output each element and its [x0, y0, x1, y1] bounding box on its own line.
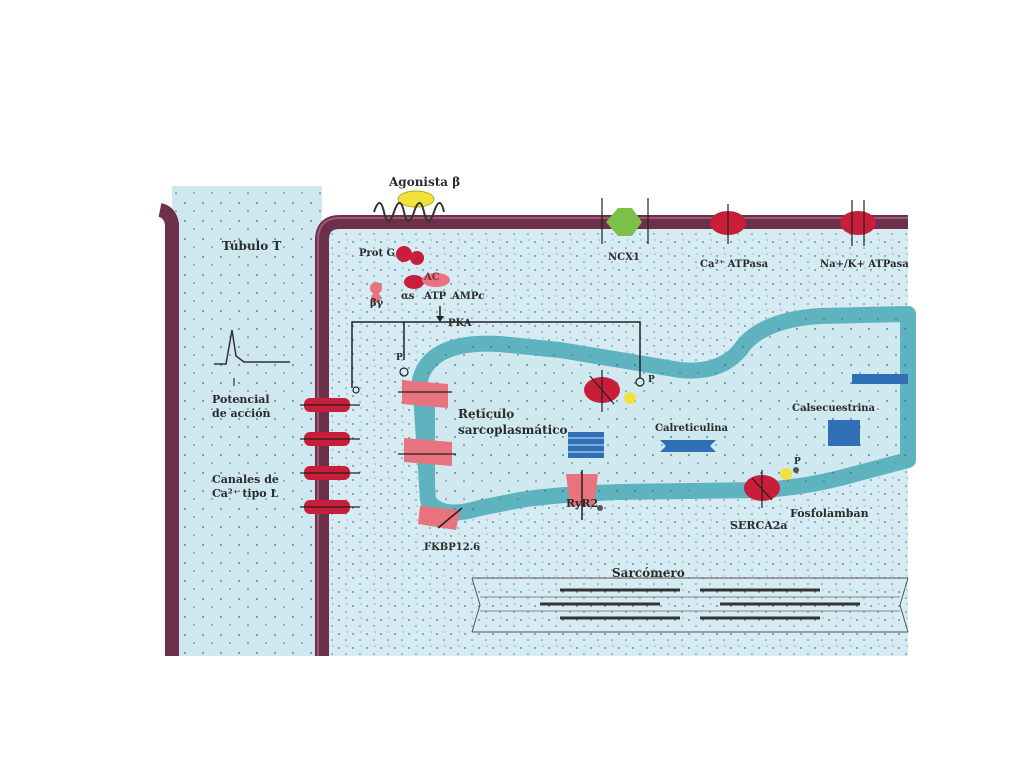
pka-pathway-lines [351, 321, 641, 388]
ryr2-label: RyR2 [566, 497, 599, 510]
ca-atpase-label: Ca²⁺ ATPasa [700, 259, 769, 270]
ca-channels-label-1: Canales de [212, 473, 279, 486]
phospho-p-3: P [794, 457, 801, 467]
ncx1-exchanger [601, 198, 649, 244]
calsequestrin-2 [828, 420, 860, 446]
pka-label: PKA [448, 318, 472, 329]
calreticulin [660, 440, 716, 452]
action-potential-label-2: de acción [212, 407, 271, 420]
prot-g-label: Prot G [359, 248, 396, 259]
phospholamban [780, 468, 792, 480]
beta-agonist [397, 190, 435, 208]
serca2a-label: SERCA2a [730, 519, 788, 532]
na-k-atpase [840, 200, 876, 246]
agonist-label: Agonista β [389, 175, 461, 189]
phospho-p-1: P [396, 353, 403, 363]
ryanodine-receptors-junctional [398, 380, 463, 530]
sarcomere [471, 577, 909, 633]
ncx1-label: NCX1 [608, 252, 640, 263]
t-tubule-label: Túbulo T [222, 239, 282, 253]
na-k-atpase-label: Na+/K+ ATPasa [820, 259, 909, 270]
sarcomere-label: Sarcómero [612, 566, 685, 580]
sr-label-1: Retículo [458, 407, 515, 421]
phospho-p-2: P [648, 375, 655, 385]
ac-label: AC [424, 272, 440, 283]
sr-label-2: sarcoplasmático [458, 423, 568, 437]
atp-label: ATP [424, 291, 447, 302]
beta-gamma-label: βγ [370, 298, 384, 309]
l-type-ca-channels [300, 398, 360, 514]
g-protein-beta-gamma [370, 282, 382, 294]
phospholamban-label: Fosfolamban [790, 507, 869, 520]
action-potential-label-1: Potencial [212, 393, 270, 406]
ca-atpase [710, 204, 746, 244]
calsequestrin-1 [568, 432, 604, 458]
calsequestrin-label: Calsecuestrina [792, 403, 876, 414]
alpha-s-label: αs [401, 291, 415, 302]
g-protein-alpha [396, 246, 412, 262]
ca-channels-label-2: Ca²⁺ tipo L [212, 487, 279, 500]
t-tubule-left-membrane [158, 203, 179, 656]
beta-receptor [373, 202, 445, 222]
ampc-label: AMPc [452, 291, 485, 302]
action-potential-trace [214, 329, 290, 365]
calreticulin-label: Calreticulina [655, 423, 728, 434]
sarcolemma-membrane [315, 215, 908, 656]
fkbp-label: FKBP12.6 [424, 542, 481, 553]
adenylyl-cyclase [404, 275, 424, 289]
